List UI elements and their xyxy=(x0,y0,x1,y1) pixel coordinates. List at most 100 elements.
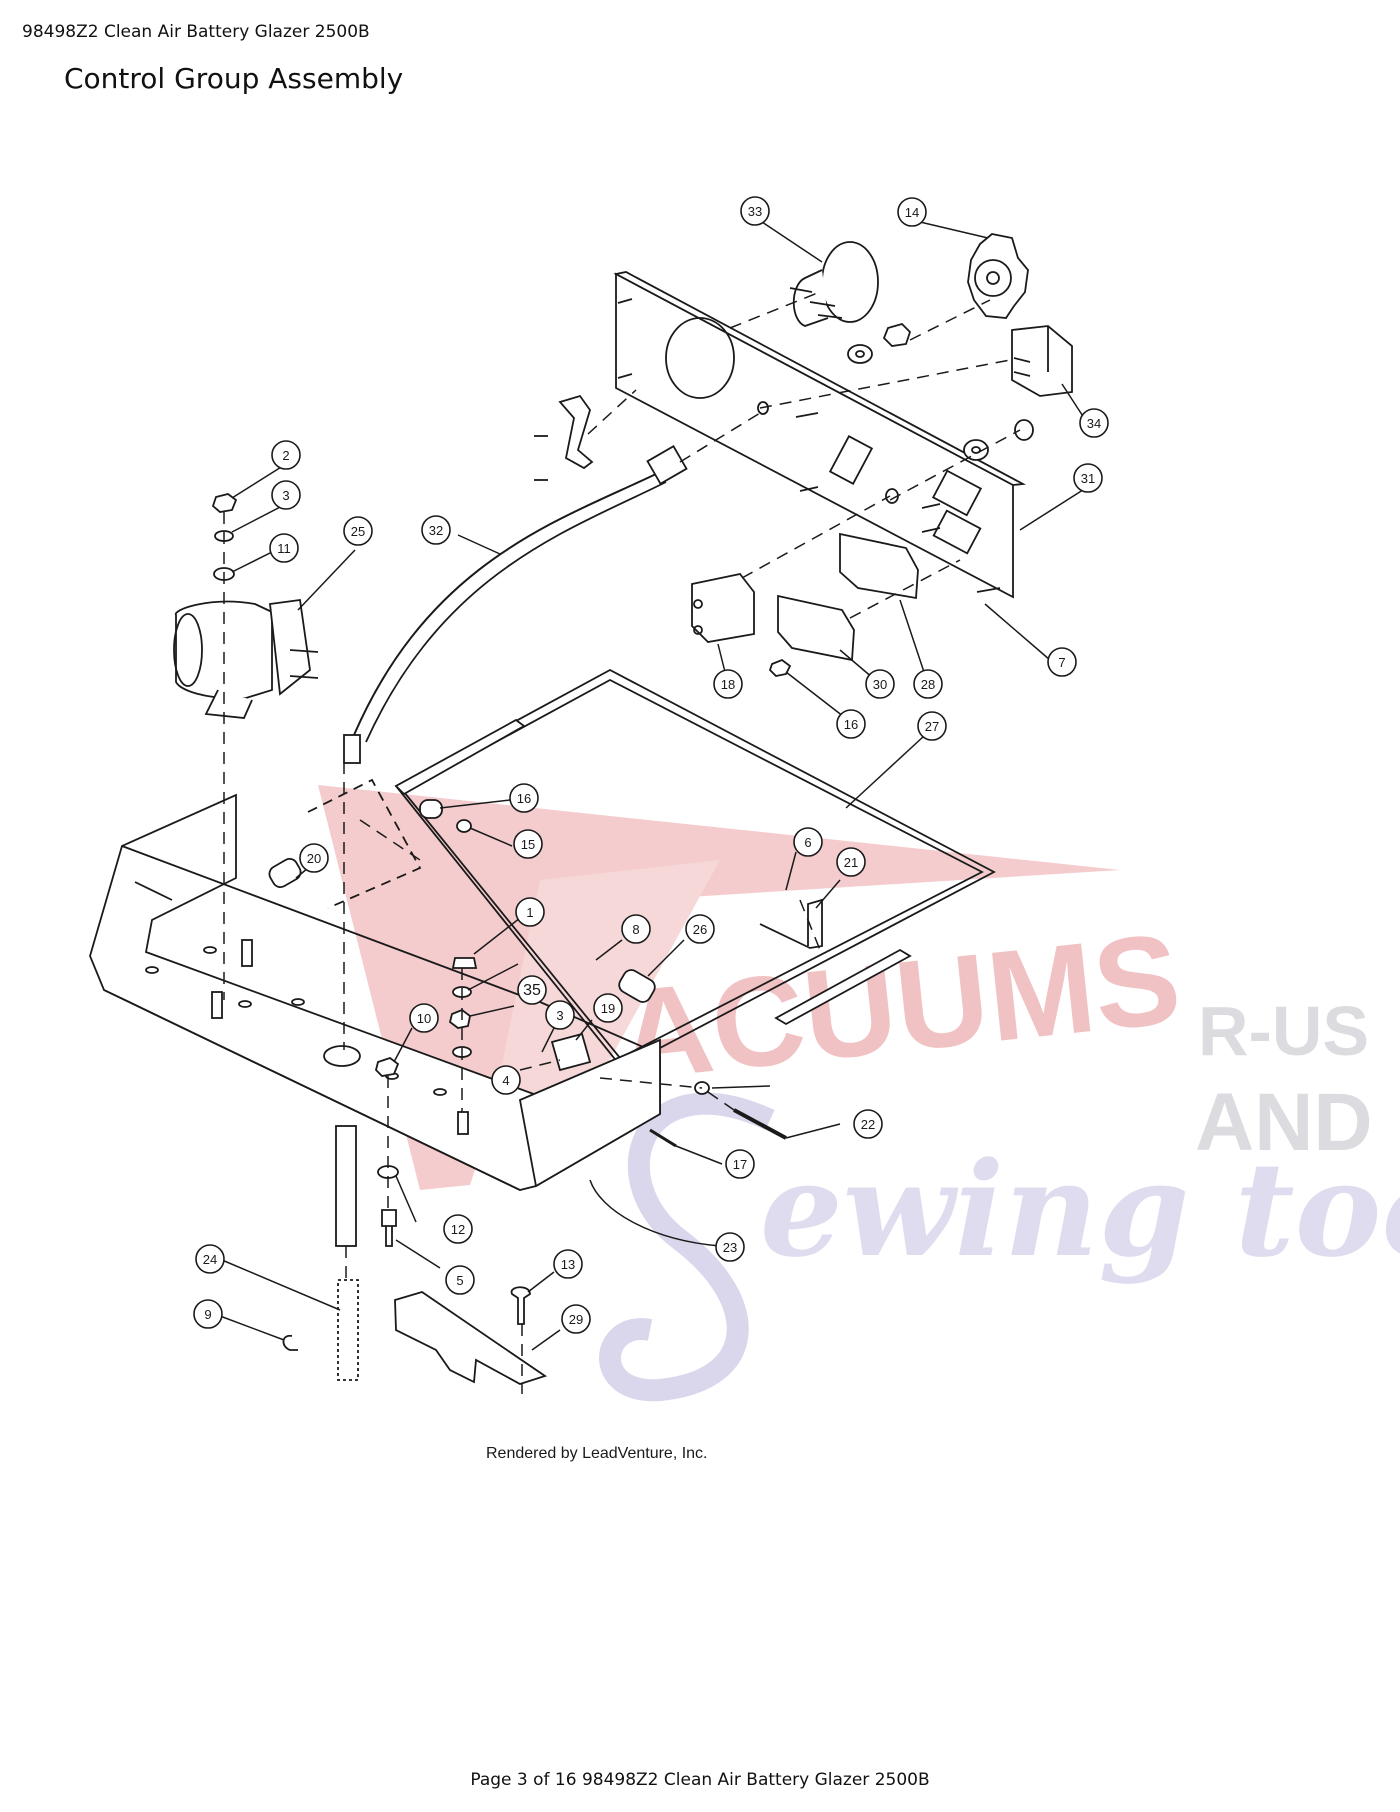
nut-10 xyxy=(375,1056,400,1077)
callout-circle xyxy=(713,669,743,699)
leader-line xyxy=(919,221,989,239)
leader-line xyxy=(1019,487,1087,531)
callout-circle xyxy=(836,709,866,739)
washer xyxy=(847,344,873,364)
callout-label: 23 xyxy=(723,1240,737,1255)
callout-label: 34 xyxy=(1087,416,1101,431)
bracket-21 xyxy=(759,898,823,949)
leader-line xyxy=(595,939,623,961)
callout-label: 25 xyxy=(351,524,365,539)
callout-circle xyxy=(193,1299,223,1329)
leader-line xyxy=(457,534,501,555)
callout-22: 22 xyxy=(853,1109,883,1139)
assembly-line xyxy=(707,1091,735,1111)
callout-label: 24 xyxy=(203,1252,217,1267)
shaft-24 xyxy=(335,1125,357,1247)
washer-inner xyxy=(971,446,981,454)
microswitch-19 xyxy=(550,1032,592,1072)
callout-circle xyxy=(1079,408,1109,438)
bracket-29 xyxy=(394,1291,548,1385)
callout-circle xyxy=(269,533,299,563)
callout-35: 35 xyxy=(517,975,547,1005)
callout-label: 35 xyxy=(523,982,541,999)
callout-21: 21 xyxy=(836,847,866,877)
callout-label: 3 xyxy=(282,488,289,503)
callout-label: 17 xyxy=(733,1157,747,1172)
watermark-and: AND xyxy=(1195,1077,1373,1168)
leader-lines xyxy=(219,221,1089,1351)
leader-line xyxy=(231,503,287,533)
assembly-line xyxy=(599,1077,703,1089)
callout-circle xyxy=(195,1244,225,1274)
leader-line xyxy=(589,1179,721,1247)
callout-circle xyxy=(553,1249,583,1279)
solenoid-stud xyxy=(289,675,319,679)
page-title: Control Group Assembly xyxy=(64,62,404,95)
callout-10: 10 xyxy=(409,1003,439,1033)
panel-slot xyxy=(828,435,874,485)
callout-label: 31 xyxy=(1081,471,1095,486)
callout-16: 16 xyxy=(836,709,866,739)
assembly-line xyxy=(741,495,891,579)
callout-label: 28 xyxy=(921,677,935,692)
callout-circle xyxy=(897,197,927,227)
callout-circle xyxy=(1047,647,1077,677)
callout-4: 4 xyxy=(491,1065,521,1095)
callout-31: 31 xyxy=(1073,463,1103,493)
callout-11: 11 xyxy=(269,533,299,563)
callout-label: 27 xyxy=(925,719,939,734)
gauge-post xyxy=(817,314,843,319)
leader-line xyxy=(785,851,797,891)
knob-hub xyxy=(986,271,1000,285)
leader-line xyxy=(845,735,925,809)
retainer-9 xyxy=(282,1334,298,1351)
callout-circle xyxy=(715,1232,745,1262)
solenoid-stud xyxy=(289,649,319,653)
callout-circle xyxy=(271,440,301,470)
leader-line xyxy=(815,879,841,909)
callout-26: 26 xyxy=(685,914,715,944)
watermark-r-us: R-US xyxy=(1198,992,1369,1070)
assembly-line xyxy=(759,359,1011,409)
leader-line xyxy=(984,603,1051,661)
callout-29: 29 xyxy=(561,1304,591,1334)
callout-30: 30 xyxy=(865,669,895,699)
cable-fitting xyxy=(646,445,688,485)
callout-label: 12 xyxy=(451,1222,465,1237)
front-panel-top-edge xyxy=(613,271,1027,486)
spacer-15 xyxy=(419,799,443,819)
watermark-script: ewing too xyxy=(760,1133,1400,1286)
panel-bracket xyxy=(558,394,594,470)
tray-end xyxy=(518,1038,661,1188)
relay-term xyxy=(693,599,703,609)
base-plate xyxy=(394,668,996,1070)
callout-label: 5 xyxy=(456,1273,463,1288)
panel-gauge-hole xyxy=(665,317,735,399)
bar-upper xyxy=(394,718,526,796)
callout-circle xyxy=(513,829,543,859)
callout-20: 20 xyxy=(299,843,329,873)
tray-fold xyxy=(121,845,539,1003)
callout-label: 21 xyxy=(844,855,858,870)
nut-35 xyxy=(448,1008,471,1029)
nut-16 xyxy=(768,658,792,677)
gauge-face xyxy=(821,241,879,323)
screw-1 xyxy=(451,957,478,969)
callout-label: 9 xyxy=(204,1307,211,1322)
leader-line xyxy=(527,1271,555,1293)
callout-14: 14 xyxy=(897,197,927,227)
washer xyxy=(963,439,989,461)
leader-line xyxy=(469,827,513,847)
callout-circle xyxy=(421,515,451,545)
stud xyxy=(457,1111,469,1135)
callout-label: 8 xyxy=(632,922,639,937)
rocker-pin xyxy=(1013,357,1031,363)
callout-7: 7 xyxy=(1047,647,1077,677)
callout-17: 17 xyxy=(725,1149,755,1179)
assembly-line xyxy=(729,291,821,329)
callout-circle xyxy=(740,196,770,226)
leader-line xyxy=(221,1259,341,1311)
pin-17 xyxy=(649,1128,677,1148)
